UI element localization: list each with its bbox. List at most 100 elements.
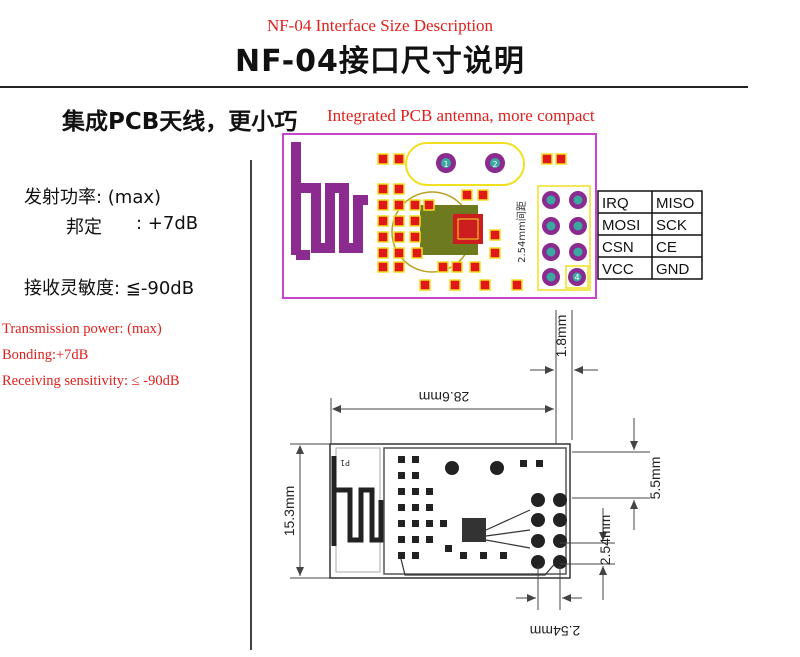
smd-pad <box>377 261 389 273</box>
smd-pad <box>393 183 405 195</box>
smd-pad <box>377 231 389 243</box>
smd-pad <box>393 261 405 273</box>
smd-pad <box>449 279 461 291</box>
smd-pad <box>412 536 419 543</box>
bottom-header-pin <box>553 534 567 548</box>
smd-pad <box>445 545 452 552</box>
smd-pad <box>398 456 405 463</box>
smd-pad <box>412 456 419 463</box>
smd-pad <box>460 552 467 559</box>
silk-p1-label: P1 <box>340 458 350 467</box>
smd-pad <box>412 472 419 479</box>
smd-pad <box>377 199 389 211</box>
header-pin-hole <box>573 221 583 231</box>
header-pin-hole <box>546 195 556 205</box>
spec-bonding-en: Bonding:+7dB <box>2 347 89 363</box>
spec-rx-sensitivity-en: Receiving sensitivity: ≤ -90dB <box>2 373 180 389</box>
bottom-header-pin <box>553 513 567 527</box>
bottom-header-pin <box>531 555 545 569</box>
smd-pad <box>489 247 501 259</box>
smd-pad <box>398 552 405 559</box>
smd-pad <box>377 153 389 165</box>
smd-pad <box>398 472 405 479</box>
smd-pad <box>437 261 449 273</box>
header-pins <box>542 191 587 286</box>
bottom-header-pin <box>531 513 545 527</box>
spec-tx-power-en: Transmission power: (max) <box>2 321 162 337</box>
smd-pad <box>541 153 553 165</box>
spec-tx-power-cn: 发射功率: (max) <box>24 187 162 208</box>
header-pin-hole <box>546 221 556 231</box>
smd-pad <box>398 536 405 543</box>
header-pin-hole <box>546 247 556 257</box>
smd-pad <box>426 504 433 511</box>
smd-pad <box>479 279 491 291</box>
bottom-header-pin <box>531 534 545 548</box>
bottom-antenna <box>331 456 384 546</box>
pin-csn-label: CSN <box>602 239 634 256</box>
smd-pad <box>411 247 423 259</box>
smd-pad <box>440 520 447 527</box>
smd-pad <box>426 520 433 527</box>
pcb-antenna <box>291 142 368 255</box>
smd-pad <box>555 153 567 165</box>
smd-pad <box>409 199 421 211</box>
title-chinese: NF-04接口尺寸说明 <box>235 44 525 79</box>
smd-pad <box>377 215 389 227</box>
dim-pitch-vertical-label: 2.54mm <box>597 515 613 566</box>
smd-pad <box>412 552 419 559</box>
smd-pad <box>409 231 421 243</box>
spec-bonding-label-cn: 邦定 <box>66 217 102 238</box>
spec-bonding-value-cn: : +7dB <box>136 213 199 234</box>
feature-chinese: 集成PCB天线，更小巧 <box>62 109 298 135</box>
header-divider <box>0 86 748 88</box>
bottom-pcb: P1 <box>329 443 571 579</box>
smd-pad <box>393 215 405 227</box>
smd-pad <box>393 231 405 243</box>
pinout-table: IRQ MISO MOSI SCK CSN CE VCC GND <box>597 190 703 280</box>
smd-pad <box>377 183 389 195</box>
top-pcb-pads <box>377 153 567 291</box>
smd-pad <box>469 261 481 273</box>
smd-pad <box>426 536 433 543</box>
smd-pad <box>393 153 405 165</box>
crystal-pin-2-label: 2 <box>492 160 497 169</box>
smd-pad <box>412 520 419 527</box>
smd-pad <box>520 460 527 467</box>
smd-pad <box>451 261 463 273</box>
smd-pad <box>480 552 487 559</box>
pitch-label: 2.54mm间距 <box>515 201 528 263</box>
smd-pad <box>511 279 523 291</box>
bottom-header-pins <box>531 493 567 569</box>
smd-pad <box>536 460 543 467</box>
bottom-header-pin <box>531 493 545 507</box>
section-divider <box>250 160 252 650</box>
smd-pad <box>461 189 473 201</box>
dimension-lines <box>290 310 650 610</box>
dim-top-offset-label: 1.8mm <box>553 315 569 358</box>
smd-pad <box>409 215 421 227</box>
crystal-outline <box>405 142 525 186</box>
pin-mosi-label: MOSI <box>602 217 640 234</box>
smd-pad <box>489 229 501 241</box>
header-pin-hole <box>573 247 583 257</box>
smd-pad <box>412 488 419 495</box>
spec-rx-sensitivity-cn: 接收灵敏度: ≦-90dB <box>24 278 195 299</box>
header-pin-hole <box>546 272 556 282</box>
dim-side-offset-label: 5.5mm <box>647 457 663 500</box>
header-pin-hole <box>572 272 582 282</box>
dim-pitch-horizontal-label: 2.54mm <box>530 623 581 639</box>
dim-length-label: 28.6mm <box>419 389 470 405</box>
bottom-header-pin <box>553 493 567 507</box>
smd-pad <box>393 199 405 211</box>
smd-pad <box>477 189 489 201</box>
smd-pad <box>398 488 405 495</box>
pin-vcc-label: VCC <box>602 261 634 278</box>
bottom-pcb-pads <box>398 456 543 559</box>
pin-ce-label: CE <box>656 239 677 256</box>
smd-pad <box>398 504 405 511</box>
header-outline <box>537 185 591 291</box>
pin-sck-label: SCK <box>656 217 687 234</box>
dim-height-label: 15.3mm <box>281 486 297 537</box>
